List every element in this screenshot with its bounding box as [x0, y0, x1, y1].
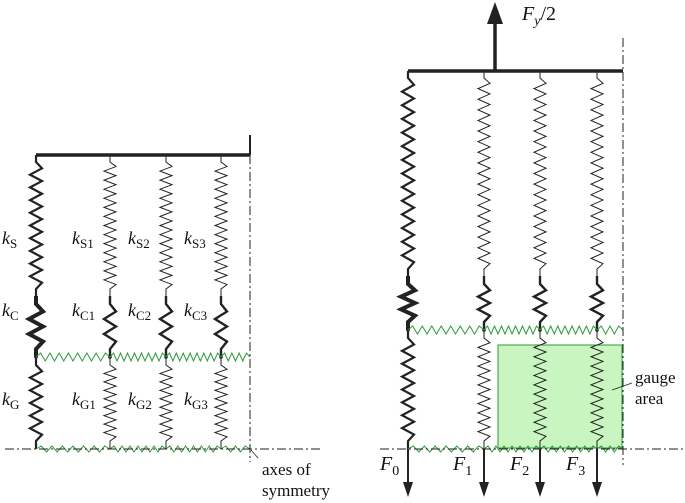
spring-right-C — [396, 276, 420, 330]
spring-right-S — [399, 71, 417, 276]
spring-kG2 — [158, 357, 174, 449]
spring-kG1 — [102, 357, 118, 449]
spring-kS1 — [102, 155, 118, 296]
green-spring-left-mid-0 — [35, 352, 111, 362]
green-spring-right-mid-1 — [483, 324, 541, 336]
label-kG: kG — [2, 389, 19, 412]
spring-right-C2 — [531, 276, 549, 330]
bottom-force-arrows — [403, 449, 602, 497]
spring-right-G1 — [476, 330, 492, 449]
axes-of-symmetry-label-line2: symmetry — [262, 481, 330, 500]
spring-right-G3 — [589, 330, 605, 449]
label-kC1: kC1 — [72, 300, 95, 323]
green-spring-right-bottom-0 — [407, 445, 485, 453]
gauge-area-leader — [611, 382, 633, 391]
green-spring-right-mid-2 — [539, 324, 598, 336]
label-kG3: kG3 — [184, 389, 208, 412]
spring-kG3 — [213, 357, 229, 449]
label-kS3: kS3 — [184, 228, 206, 251]
force-arrow-F2-head — [535, 482, 545, 497]
label-kS2: kS2 — [128, 228, 150, 251]
spring-right-S2 — [532, 71, 548, 276]
force-arrow-F1-head — [479, 482, 489, 497]
green-spring-left-bottom-0 — [35, 445, 111, 453]
label-kC2: kC2 — [128, 300, 151, 323]
spring-right-S3 — [589, 71, 605, 276]
spring-right-G2 — [532, 330, 548, 449]
green-spring-right-bottom-1 — [483, 445, 541, 453]
label-kG1: kG1 — [72, 389, 96, 412]
label-kC: kC — [2, 300, 19, 323]
force-arrow-F0-head — [403, 482, 413, 497]
axes-of-symmetry-label-line1: axes of — [262, 460, 311, 479]
green-spring-left-mid-1 — [109, 351, 167, 363]
green-spring-left-bottom-2 — [165, 445, 222, 453]
left-model: kS kS1 kS2 kS3 kC kC1 kC2 kC3 kG kG1 kG2… — [2, 135, 330, 500]
label-kS: kS — [2, 228, 17, 251]
top-force-arrow-head — [487, 2, 503, 24]
right-springs — [396, 71, 624, 453]
green-spring-right-bottom-2 — [539, 445, 598, 453]
force-arrow-F3-head — [592, 482, 602, 497]
force-label-F2: F2 — [509, 453, 529, 479]
spring-right-G — [399, 330, 417, 449]
top-force-label: Fy/2 — [521, 3, 556, 29]
right-model: Fy/2 F0 F1 F2 F3 gauge area — [379, 2, 684, 497]
axes-of-symmetry-leader — [250, 449, 259, 459]
spring-kS3 — [213, 155, 229, 296]
spring-right-S1 — [476, 71, 492, 276]
gauge-area — [497, 344, 623, 449]
spring-right-C3 — [588, 276, 606, 330]
force-label-F3: F3 — [565, 453, 585, 479]
gauge-area-label-line2: area — [635, 389, 664, 408]
spring-kC3 — [212, 296, 230, 357]
green-spring-right-mid-0 — [407, 325, 485, 335]
left-springs — [24, 155, 251, 453]
green-spring-left-bottom-end — [220, 445, 251, 453]
spring-kG — [27, 357, 45, 449]
green-spring-left-mid-end — [220, 351, 251, 363]
label-kG2: kG2 — [128, 389, 152, 412]
green-spring-right-bottom-end — [596, 445, 624, 453]
spring-kC2 — [157, 296, 175, 357]
force-label-F1: F1 — [452, 453, 472, 479]
spring-kS — [27, 155, 45, 296]
label-kC3: kC3 — [184, 300, 207, 323]
spring-kS2 — [158, 155, 174, 296]
spring-kC — [24, 296, 48, 357]
label-kS1: kS1 — [72, 228, 94, 251]
force-label-F0: F0 — [379, 453, 399, 479]
spring-kC1 — [101, 296, 119, 357]
green-spring-left-bottom-1 — [109, 445, 167, 453]
gauge-area-label-line1: gauge — [635, 368, 676, 387]
green-spring-left-mid-2 — [165, 351, 222, 363]
spring-right-C1 — [475, 276, 493, 330]
green-spring-right-mid-end — [596, 324, 624, 336]
